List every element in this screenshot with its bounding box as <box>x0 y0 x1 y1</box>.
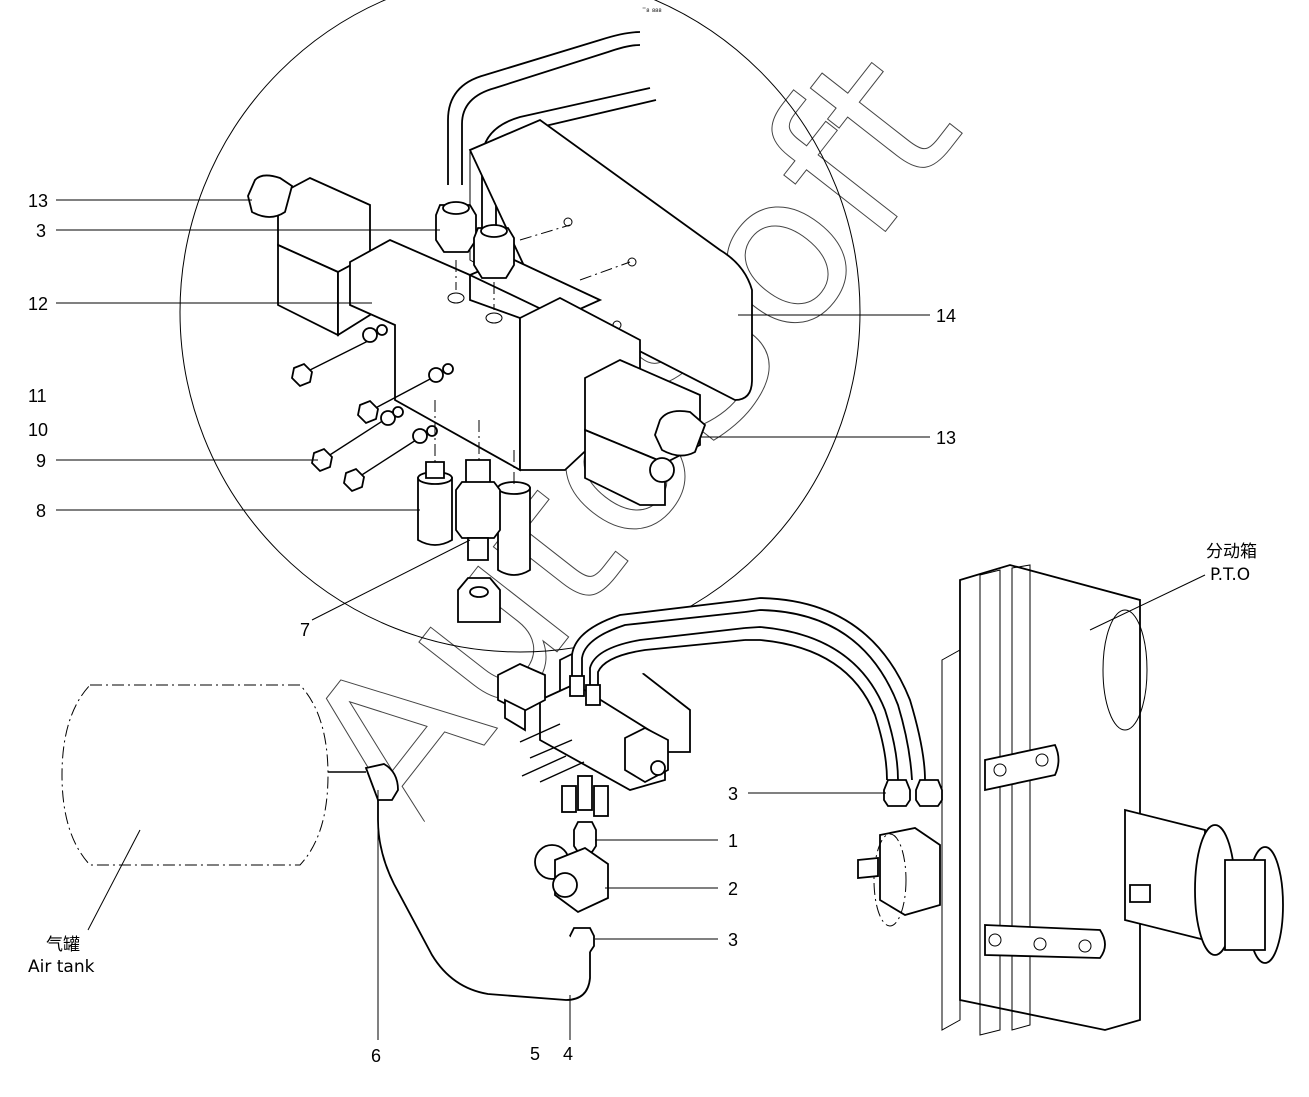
callout-8: 8 <box>36 501 46 521</box>
callout-3-top: 3 <box>36 221 46 241</box>
callout-13-right: 13 <box>936 428 956 448</box>
callout-3-low: 3 <box>728 930 738 950</box>
callout-5: 5 <box>530 1044 540 1064</box>
callout-7: 7 <box>300 620 310 640</box>
callout-9: 9 <box>36 451 46 471</box>
air-tank <box>61 684 366 866</box>
callout-2: 2 <box>728 879 738 899</box>
callout-12: 12 <box>28 294 48 314</box>
callout-10: 10 <box>28 420 48 440</box>
callout-13-top: 13 <box>28 191 48 211</box>
header-mark: ⁼₈ ₈₈₈ <box>642 5 662 14</box>
pto-gearbox <box>857 564 1284 1036</box>
overview-assembly <box>364 597 926 1001</box>
callout-6: 6 <box>371 1046 381 1066</box>
callout-14: 14 <box>936 306 956 326</box>
pto-label-cn: 分动箱 <box>1206 542 1257 562</box>
callout-4: 4 <box>563 1044 573 1064</box>
component-labels: 分动箱 P.T.O 气罐 Air tank <box>28 542 1257 977</box>
leader-lines <box>56 199 1206 1040</box>
callout-3-mid: 3 <box>728 784 738 804</box>
detail-assembly <box>247 31 753 623</box>
pto-label-en: P.T.O <box>1210 565 1250 585</box>
tank-label-cn: 气罐 <box>46 935 80 955</box>
detail-circle <box>179 0 861 653</box>
callout-11: 11 <box>28 386 47 406</box>
tank-label-en: Air tank <box>28 957 95 977</box>
callout-numbers: 13 3 12 11 10 9 8 7 14 13 3 1 2 3 4 5 6 <box>28 191 956 1066</box>
callout-1: 1 <box>728 831 738 851</box>
